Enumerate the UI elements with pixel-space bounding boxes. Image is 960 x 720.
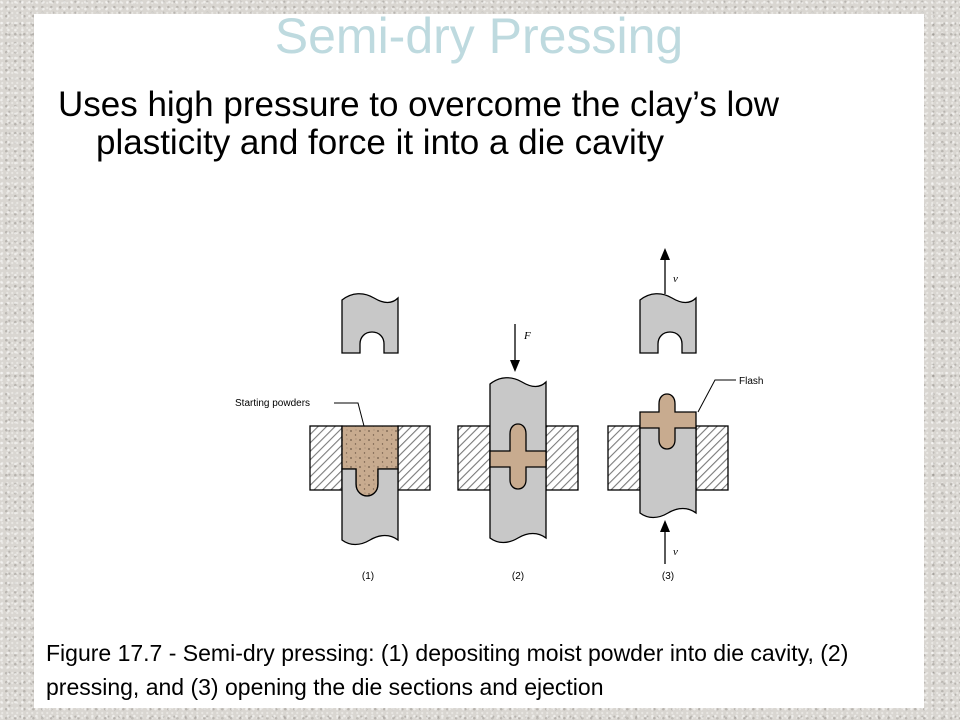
stage-2-die-right — [545, 425, 579, 491]
stage-2-label: (2) — [512, 571, 524, 582]
stage-2-pressed-part — [489, 423, 547, 490]
stage-3-upper-punch — [639, 293, 697, 354]
stage-2-force-arrowhead — [510, 360, 520, 372]
stage-3-lower-punch — [639, 425, 697, 519]
slide: Semi-dry Pressing Uses high pressure to … — [34, 8, 924, 708]
stage-1-powder-leader — [334, 402, 365, 427]
semi-dry-pressing-diagram: Starting powders F v v Flash (1) (2) (3) — [235, 248, 763, 582]
stage-3 — [607, 248, 736, 564]
force-label: F — [523, 330, 531, 342]
stage-1-label: (1) — [362, 571, 374, 582]
powder-label: Starting powders — [235, 398, 310, 409]
stage-1-die-left — [309, 425, 343, 491]
stage-3-up-arrowhead — [660, 248, 670, 260]
slide-title: Semi-dry Pressing — [274, 8, 684, 64]
stage-1 — [309, 293, 431, 546]
flash-label: Flash — [739, 376, 763, 387]
velocity-label-top: v — [673, 273, 678, 285]
stage-3-ejected-part — [639, 393, 697, 450]
stage-3-die-left — [607, 425, 641, 491]
stage-2 — [457, 324, 579, 544]
stage-3-flash-leader — [697, 379, 736, 413]
stage-1-lower-punch — [341, 468, 399, 546]
velocity-label-bottom: v — [673, 546, 678, 558]
stage-3-label: (3) — [662, 571, 674, 582]
stage-3-die-right — [695, 425, 729, 491]
slide-body-text: Uses high pressure to overcome the clay’… — [58, 85, 780, 162]
stage-1-die-right — [397, 425, 431, 491]
stage-3-bottom-arrowhead — [660, 520, 670, 532]
stage-1-upper-punch — [341, 293, 399, 354]
stage-2-die-left — [457, 425, 491, 491]
figure-caption: Figure 17.7 - Semi-dry pressing: (1) dep… — [46, 640, 849, 700]
